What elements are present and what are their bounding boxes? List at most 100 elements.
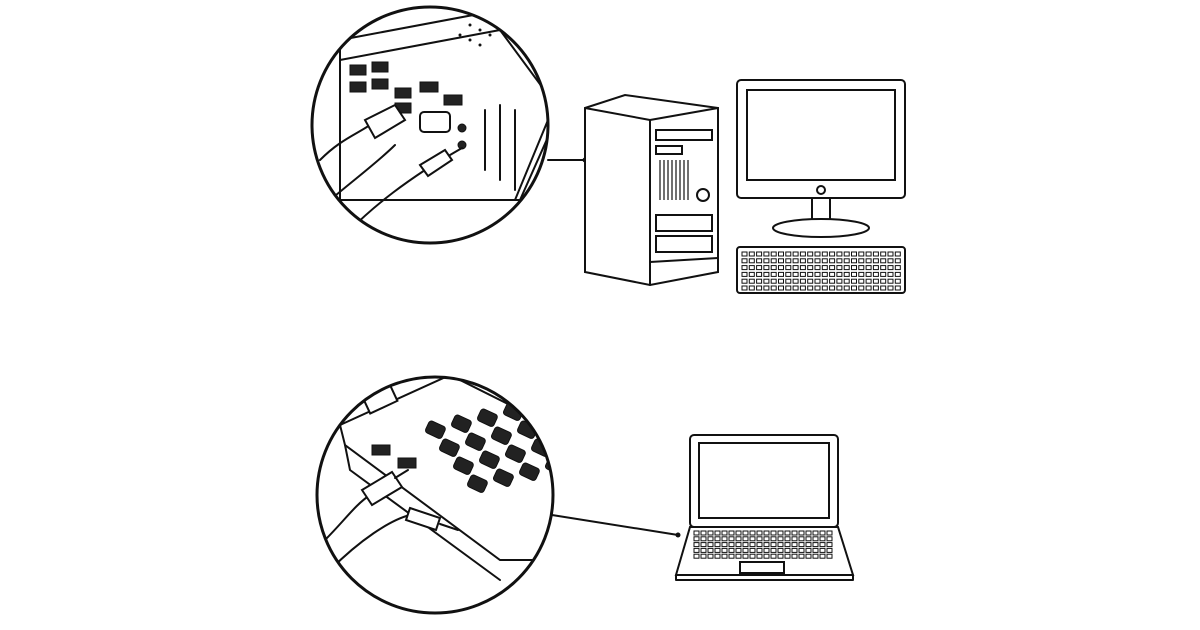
laptop-key: [518, 462, 540, 481]
key: [741, 265, 748, 271]
laptop-key: [542, 414, 553, 433]
key: [756, 553, 763, 559]
key: [792, 251, 799, 257]
key: [807, 258, 814, 264]
key: [792, 265, 799, 271]
key: [721, 530, 728, 536]
key: [785, 265, 792, 271]
key: [693, 547, 700, 553]
key: [829, 271, 836, 277]
key: [799, 265, 806, 271]
key: [756, 278, 763, 284]
key: [784, 553, 791, 559]
key: [792, 271, 799, 277]
key: [770, 547, 777, 553]
key: [748, 258, 755, 264]
key: [799, 258, 806, 264]
key: [858, 285, 865, 291]
key: [836, 258, 843, 264]
key: [763, 536, 770, 542]
desktop-tower-icon: [584, 93, 719, 287]
key: [805, 530, 812, 536]
key: [851, 265, 857, 271]
key: [880, 285, 887, 291]
key: [812, 530, 819, 536]
key: [742, 547, 749, 553]
key: [805, 542, 812, 548]
key: [894, 265, 901, 271]
key: [742, 542, 749, 548]
key: [821, 271, 828, 277]
key: [763, 530, 770, 536]
key: [756, 530, 763, 536]
key: [858, 271, 865, 277]
key: [821, 285, 828, 291]
key: [880, 251, 887, 257]
laptop-key: [490, 426, 512, 445]
key: [880, 278, 887, 284]
key: [821, 265, 828, 271]
key: [741, 285, 748, 291]
key: [728, 542, 735, 548]
key: [865, 265, 872, 271]
key: [836, 251, 843, 257]
key: [735, 536, 742, 542]
key: [785, 271, 792, 277]
key: [798, 542, 805, 548]
laptop-key: [466, 474, 488, 493]
connector-line-bottom: [551, 514, 679, 536]
key: [851, 285, 857, 291]
key: [887, 258, 894, 264]
key: [872, 265, 879, 271]
key: [821, 258, 828, 264]
key: [784, 536, 791, 542]
laptop-key: [528, 396, 550, 415]
key: [763, 258, 770, 264]
key: [791, 536, 798, 542]
key: [791, 547, 798, 553]
monitor-icon: [736, 79, 906, 238]
key: [872, 271, 879, 277]
laptop-key: [571, 450, 593, 469]
key: [807, 251, 814, 257]
laptop-ports-closeup: [315, 375, 593, 615]
key: [887, 271, 894, 277]
key: [749, 553, 756, 559]
key: [872, 251, 879, 257]
key: [843, 258, 850, 264]
key: [777, 536, 784, 542]
key: [749, 542, 756, 548]
key: [742, 536, 749, 542]
key: [829, 258, 836, 264]
key: [791, 542, 798, 548]
key: [851, 258, 857, 264]
key: [756, 542, 763, 548]
key: [819, 547, 826, 553]
key: [728, 553, 735, 559]
key: [843, 265, 850, 271]
laptop-key: [452, 456, 474, 475]
key: [843, 285, 850, 291]
key: [777, 547, 784, 553]
key: [821, 278, 828, 284]
key: [728, 536, 735, 542]
key: [858, 265, 865, 271]
key: [707, 530, 714, 536]
key: [821, 251, 828, 257]
key: [707, 553, 714, 559]
key: [826, 553, 833, 559]
audio-jack-icon: [329, 506, 459, 571]
key: [714, 542, 721, 548]
key: [858, 251, 865, 257]
key: [741, 271, 748, 277]
key: [778, 258, 784, 264]
key: [887, 285, 894, 291]
key: [819, 542, 826, 548]
key: [843, 251, 850, 257]
key: [756, 258, 763, 264]
desktop-ports-closeup: [310, 5, 550, 245]
key: [826, 530, 833, 536]
key: [741, 278, 748, 284]
key: [735, 542, 742, 548]
